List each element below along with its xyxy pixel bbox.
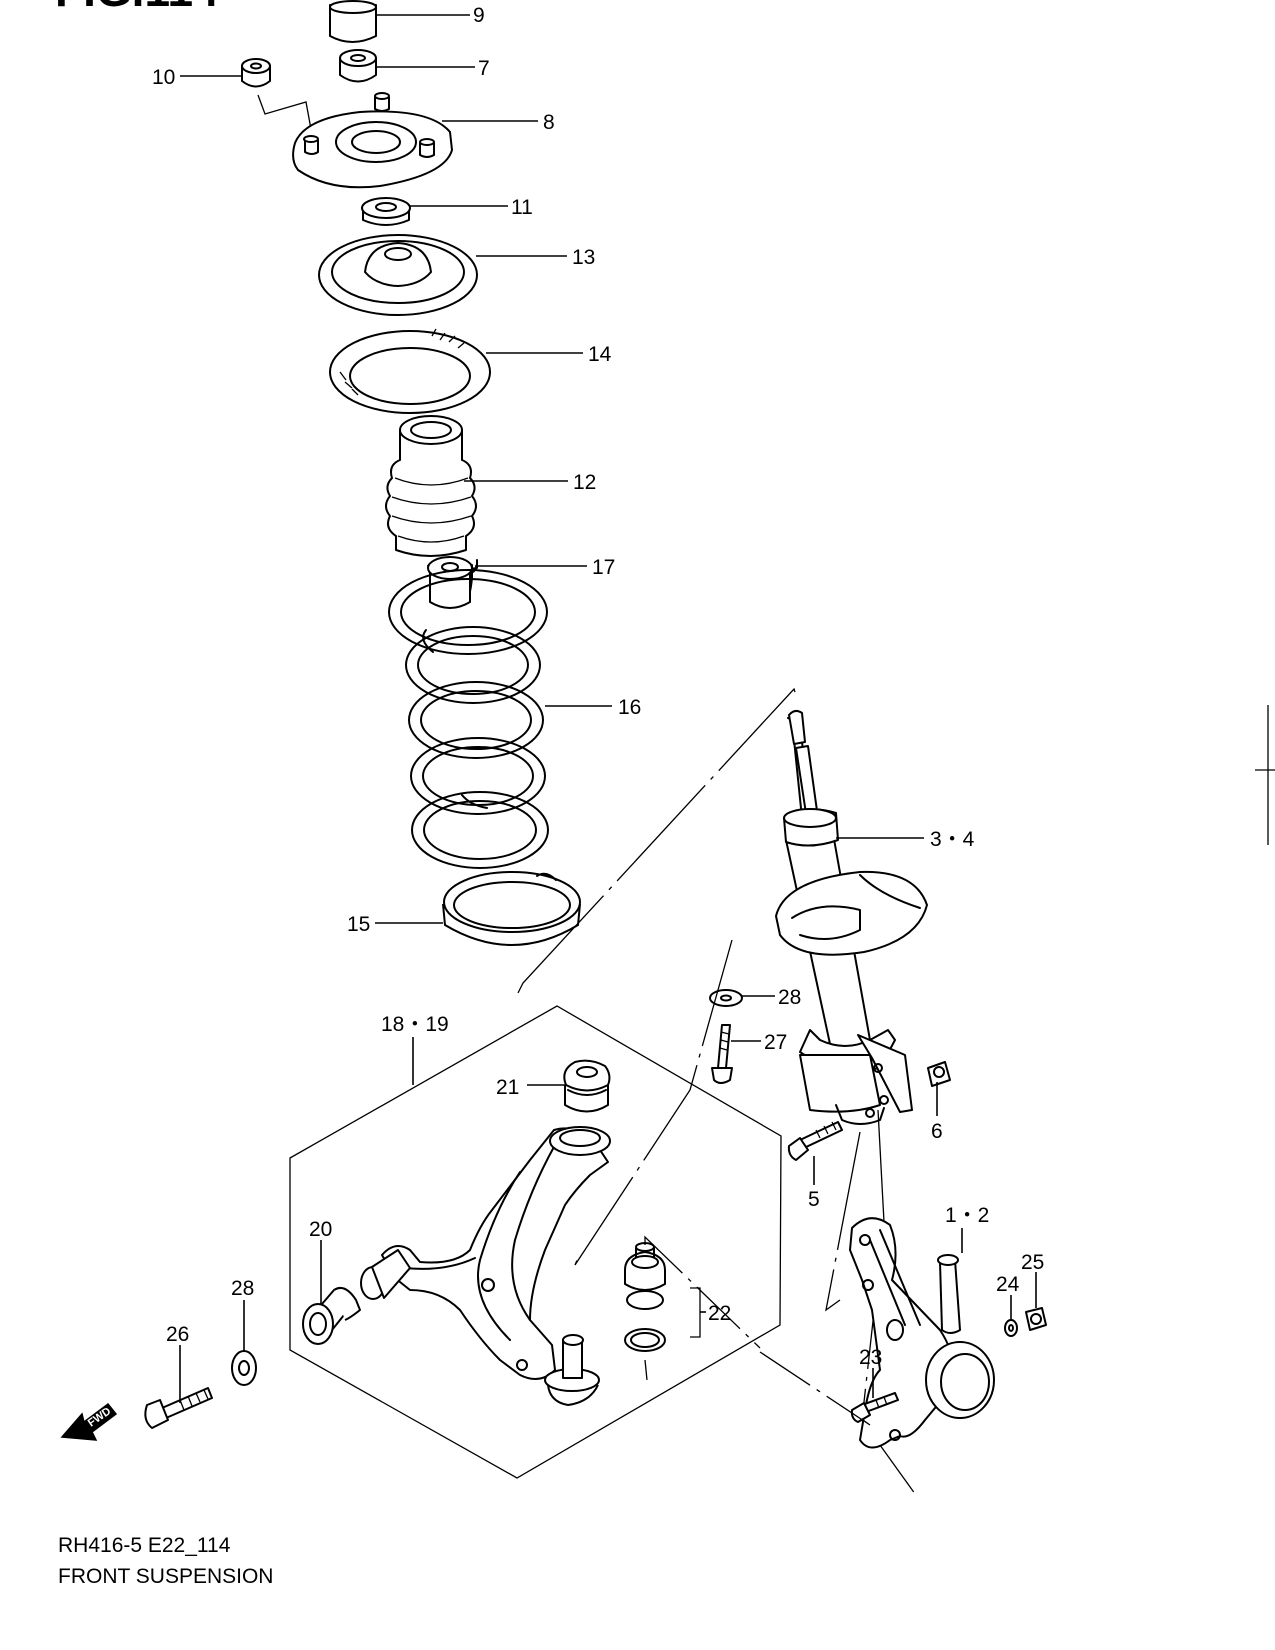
figure-title: FIG.114 <box>55 0 219 16</box>
part-25-nut <box>1025 1307 1047 1331</box>
part-13-spring-seat <box>318 234 478 316</box>
callout-3-4: 3・4 <box>930 828 975 851</box>
part-16-coil-spring <box>388 569 549 869</box>
callout-21: 21 <box>496 1076 519 1099</box>
part-24-washer <box>1004 1319 1018 1337</box>
part-8-strut-mount <box>292 92 453 189</box>
callout-labels: 9 7 10 8 11 13 14 12 17 16 15 3・4 28 27 … <box>152 4 1044 1369</box>
callout-14: 14 <box>588 343 612 366</box>
part-11-bearing <box>361 197 411 226</box>
callout-28-upper: 28 <box>778 986 801 1009</box>
callout-16: 16 <box>618 696 641 719</box>
diagram-name: FRONT SUSPENSION <box>58 1565 274 1588</box>
callout-10: 10 <box>152 66 175 89</box>
callout-6: 6 <box>931 1120 943 1143</box>
callout-12: 12 <box>573 471 596 494</box>
part-22-bush-set <box>624 1242 701 1352</box>
part-27-bolt <box>711 1024 733 1084</box>
part-28-washer-upper <box>709 989 743 1007</box>
lower-arm-group-outline <box>289 1005 782 1479</box>
part-10-nut <box>241 58 314 141</box>
callout-18-19: 18・19 <box>381 1013 449 1036</box>
part-1-2-knuckle <box>849 1217 995 1449</box>
callout-23: 23 <box>859 1346 882 1369</box>
part-6-nut <box>927 1061 951 1087</box>
diagram-code: RH416-5 E22_114 <box>58 1534 231 1557</box>
part-23-bolt <box>850 1392 899 1423</box>
callout-24: 24 <box>996 1273 1020 1296</box>
callout-8: 8 <box>543 111 555 134</box>
part-3-4-strut <box>775 709 928 1125</box>
fwd-arrow-icon: FWD <box>60 1402 118 1441</box>
page-edge-mark <box>1255 705 1275 845</box>
part-7-nut <box>339 49 377 83</box>
part-20-bushing <box>302 1287 361 1345</box>
part-15-lower-insulator <box>442 871 581 946</box>
callout-7: 7 <box>478 57 490 80</box>
callout-28-lower: 28 <box>231 1277 254 1300</box>
callout-26: 26 <box>166 1323 189 1346</box>
callout-27: 27 <box>764 1031 787 1054</box>
callout-22: 22 <box>708 1302 731 1325</box>
callout-17: 17 <box>592 556 615 579</box>
part-14-spring-insulator <box>329 328 491 414</box>
part-21-bushing <box>563 1059 611 1113</box>
part-18-19-lower-arm <box>360 1126 611 1406</box>
callout-25: 25 <box>1021 1251 1044 1274</box>
callout-5: 5 <box>808 1188 820 1211</box>
callout-1-2: 1・2 <box>945 1204 989 1227</box>
part-26-bolt <box>144 1387 213 1429</box>
part-5-bolt <box>787 1121 843 1161</box>
part-9-bump-cap <box>329 0 377 43</box>
leader-lines <box>179 14 1037 1403</box>
part-12-dust-boot <box>385 415 477 557</box>
callout-20: 20 <box>309 1218 332 1241</box>
callout-11: 11 <box>511 196 533 219</box>
part-28-washer-lower <box>231 1350 257 1386</box>
callout-9: 9 <box>473 4 485 27</box>
callout-15: 15 <box>347 913 370 936</box>
callout-13: 13 <box>572 246 595 269</box>
